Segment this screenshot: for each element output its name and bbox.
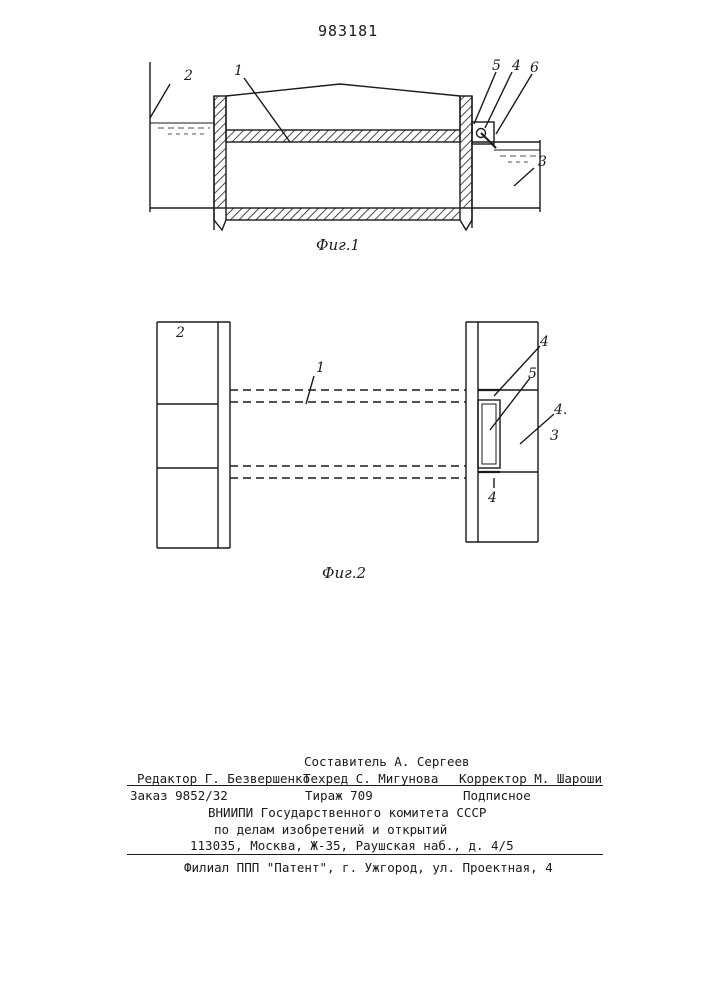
- culvert-pipe-outline: [230, 390, 466, 478]
- imprint-branch: Филиал ППП "Патент", г. Ужгород, ул. Про…: [184, 860, 553, 875]
- figure-2-drawing: 2 1 4 5 4. 3 4 Фиг.2: [0, 0, 707, 600]
- imprint-order: Заказ 9852/32: [130, 788, 228, 803]
- fig2-caption: Фиг.2: [322, 564, 366, 582]
- fig2-label-1: 1: [316, 360, 325, 376]
- imprint-address: 113035, Москва, Ж-35, Раушская наб., д. …: [190, 838, 514, 853]
- imprint-techred: Техред С. Мигунова: [303, 771, 438, 786]
- valve-plate: [478, 400, 500, 468]
- fig2-label-4-right: 4.: [553, 402, 567, 418]
- imprint-circulation: Тираж 709: [305, 788, 373, 803]
- fig2-label-4-top: 4: [539, 334, 549, 350]
- fig2-label-2: 2: [175, 325, 185, 341]
- imprint-compiler: Составитель А. Сергеев: [304, 754, 470, 769]
- imprint-rule-top: [127, 785, 603, 786]
- imprint-subscription: Подписное: [463, 788, 531, 803]
- imprint-org-line1: ВНИИПИ Государственного комитета СССР: [208, 805, 486, 820]
- fig2-label-5: 5: [528, 366, 537, 382]
- imprint-corrector: Корректор М. Шароши: [459, 771, 602, 786]
- imprint-org-line2: по делам изобретений и открытий: [214, 822, 447, 837]
- fig2-label-4-bottom: 4: [487, 490, 497, 506]
- imprint-rule-bottom: [127, 854, 603, 855]
- imprint-editor: Редактор Г. Безвершенко: [137, 771, 310, 786]
- fig2-label-3: 3: [550, 428, 559, 444]
